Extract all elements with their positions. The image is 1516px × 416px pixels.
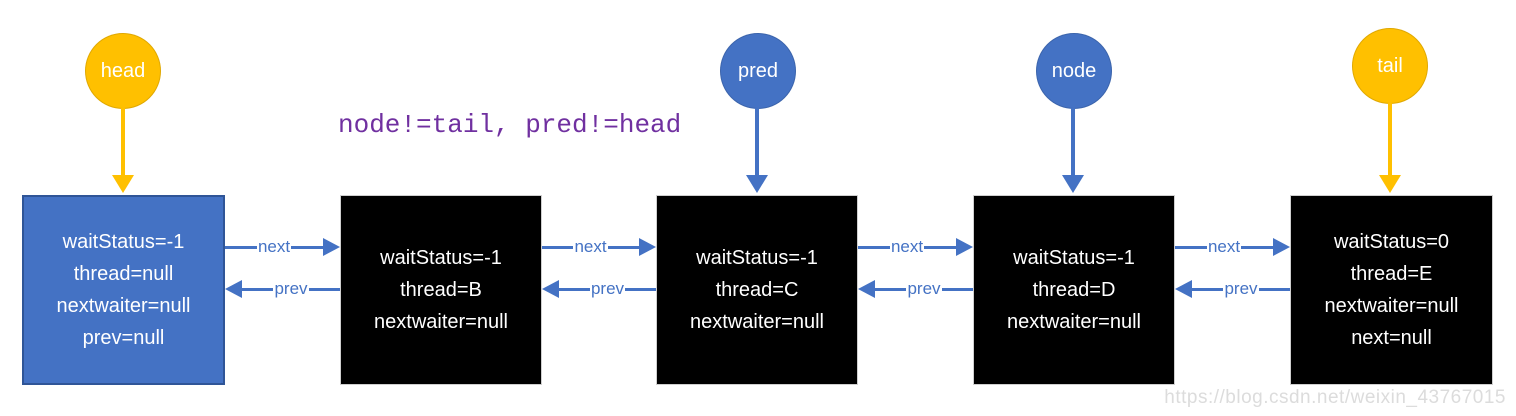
node-field-waitstatus: waitStatus=0 (1333, 231, 1450, 253)
next-arrow-label: next (257, 237, 291, 256)
node-field-thread: thread=null (73, 263, 174, 285)
next-arrow-label: next (890, 237, 924, 256)
arrowhead-right-icon (323, 238, 341, 256)
queue-node-d: waitStatus=-1 thread=D nextwaiter=null (973, 195, 1175, 385)
node-field-thread: thread=C (715, 279, 799, 301)
head-arrowhead-down-icon (112, 175, 134, 193)
prev-arrow-label: prev (590, 279, 625, 298)
queue-node-c: waitStatus=-1 thread=C nextwaiter=null (656, 195, 858, 385)
node-field-waitstatus: waitStatus=-1 (62, 231, 185, 253)
pointer-head-circle: head (85, 33, 161, 109)
next-arrow-label: next (1207, 237, 1241, 256)
arrowhead-left-icon (225, 280, 242, 298)
arrow-line (941, 287, 974, 291)
arrow-line (1192, 287, 1224, 291)
prev-arrow-label: prev (274, 279, 308, 298)
arrow-line (858, 245, 890, 249)
node-pointer-arrow-stem (1071, 108, 1075, 175)
node-field-waitstatus: waitStatus=-1 (1013, 247, 1135, 269)
head-pointer-arrow-stem (121, 108, 125, 175)
node-field-thread: thread=E (1350, 263, 1433, 285)
watermark: https://blog.csdn.net/weixin_43767015 (1164, 387, 1506, 408)
pointer-pred-label: pred (737, 59, 779, 82)
pointer-node-label: node (1051, 59, 1097, 82)
arrow-line (924, 245, 957, 249)
node-field-nextwaiter: nextwaiter=null (56, 295, 191, 317)
arrow-line (291, 245, 324, 249)
node-field-nextwaiter: nextwaiter=null (690, 311, 824, 333)
prev-arrow-label: prev (907, 279, 941, 298)
pointer-pred-circle: pred (720, 33, 796, 109)
prev-arrow-1: prev (225, 279, 341, 299)
queue-node-head: waitStatus=-1 thread=null nextwaiter=nul… (22, 195, 225, 385)
pointer-head-label: head (100, 59, 146, 82)
pointer-tail-circle: tail (1352, 28, 1428, 104)
prev-arrow-label: prev (1224, 279, 1258, 298)
node-field-waitstatus: waitStatus=-1 (380, 247, 502, 269)
node-field-nextwaiter: nextwaiter=null (1007, 311, 1141, 333)
arrow-line (1241, 245, 1274, 249)
pointer-tail-label: tail (1377, 54, 1403, 77)
node-field-next: next=null (1351, 327, 1432, 349)
arrow-line (225, 245, 257, 249)
arrow-line (875, 287, 907, 291)
pred-arrowhead-down-icon (746, 175, 768, 193)
arrowhead-right-icon (639, 238, 657, 256)
prev-arrow-4: prev (1175, 279, 1291, 299)
node-arrowhead-down-icon (1062, 175, 1084, 193)
next-arrow-2: next (542, 237, 657, 257)
arrow-line (308, 287, 341, 291)
arrowhead-right-icon (1273, 238, 1291, 256)
queue-node-tail: waitStatus=0 thread=E nextwaiter=null ne… (1290, 195, 1493, 385)
arrowhead-right-icon (956, 238, 974, 256)
condition-annotation: node!=tail, pred!=head (338, 110, 682, 140)
queue-node-b: waitStatus=-1 thread=B nextwaiter=null (340, 195, 542, 385)
pred-pointer-arrow-stem (755, 108, 759, 175)
arrow-line (242, 287, 274, 291)
node-field-thread: thread=B (400, 279, 482, 301)
node-field-thread: thread=D (1032, 279, 1116, 301)
arrow-line (559, 287, 590, 291)
prev-arrow-3: prev (858, 279, 974, 299)
arrow-line (1258, 287, 1291, 291)
arrow-line (625, 287, 657, 291)
next-arrow-3: next (858, 237, 974, 257)
arrowhead-left-icon (542, 280, 559, 298)
arrow-line (1175, 245, 1207, 249)
arrowhead-left-icon (1175, 280, 1192, 298)
arrow-line (542, 245, 574, 249)
tail-arrowhead-down-icon (1379, 175, 1401, 193)
node-field-nextwaiter: nextwaiter=null (374, 311, 508, 333)
node-field-prev: prev=null (82, 327, 165, 349)
arrow-line (607, 245, 640, 249)
arrowhead-left-icon (858, 280, 875, 298)
next-arrow-label: next (574, 237, 607, 256)
pointer-node-circle: node (1036, 33, 1112, 109)
next-arrow-1: next (225, 237, 341, 257)
prev-arrow-2: prev (542, 279, 657, 299)
node-field-nextwaiter: nextwaiter=null (1324, 295, 1459, 317)
next-arrow-4: next (1175, 237, 1291, 257)
tail-pointer-arrow-stem (1388, 103, 1392, 175)
node-field-waitstatus: waitStatus=-1 (696, 247, 818, 269)
